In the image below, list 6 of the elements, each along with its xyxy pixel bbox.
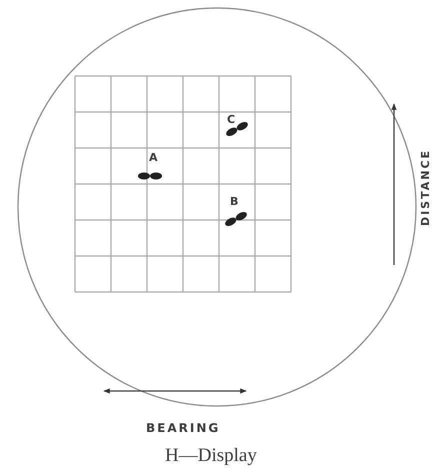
axis-label: BEARING — [146, 422, 220, 434]
target-label: C — [227, 114, 236, 125]
target-label: A — [149, 152, 158, 163]
axis-label: DISTANCE — [420, 148, 431, 226]
caption: H—Display — [165, 446, 257, 465]
target-label: B — [230, 196, 238, 207]
